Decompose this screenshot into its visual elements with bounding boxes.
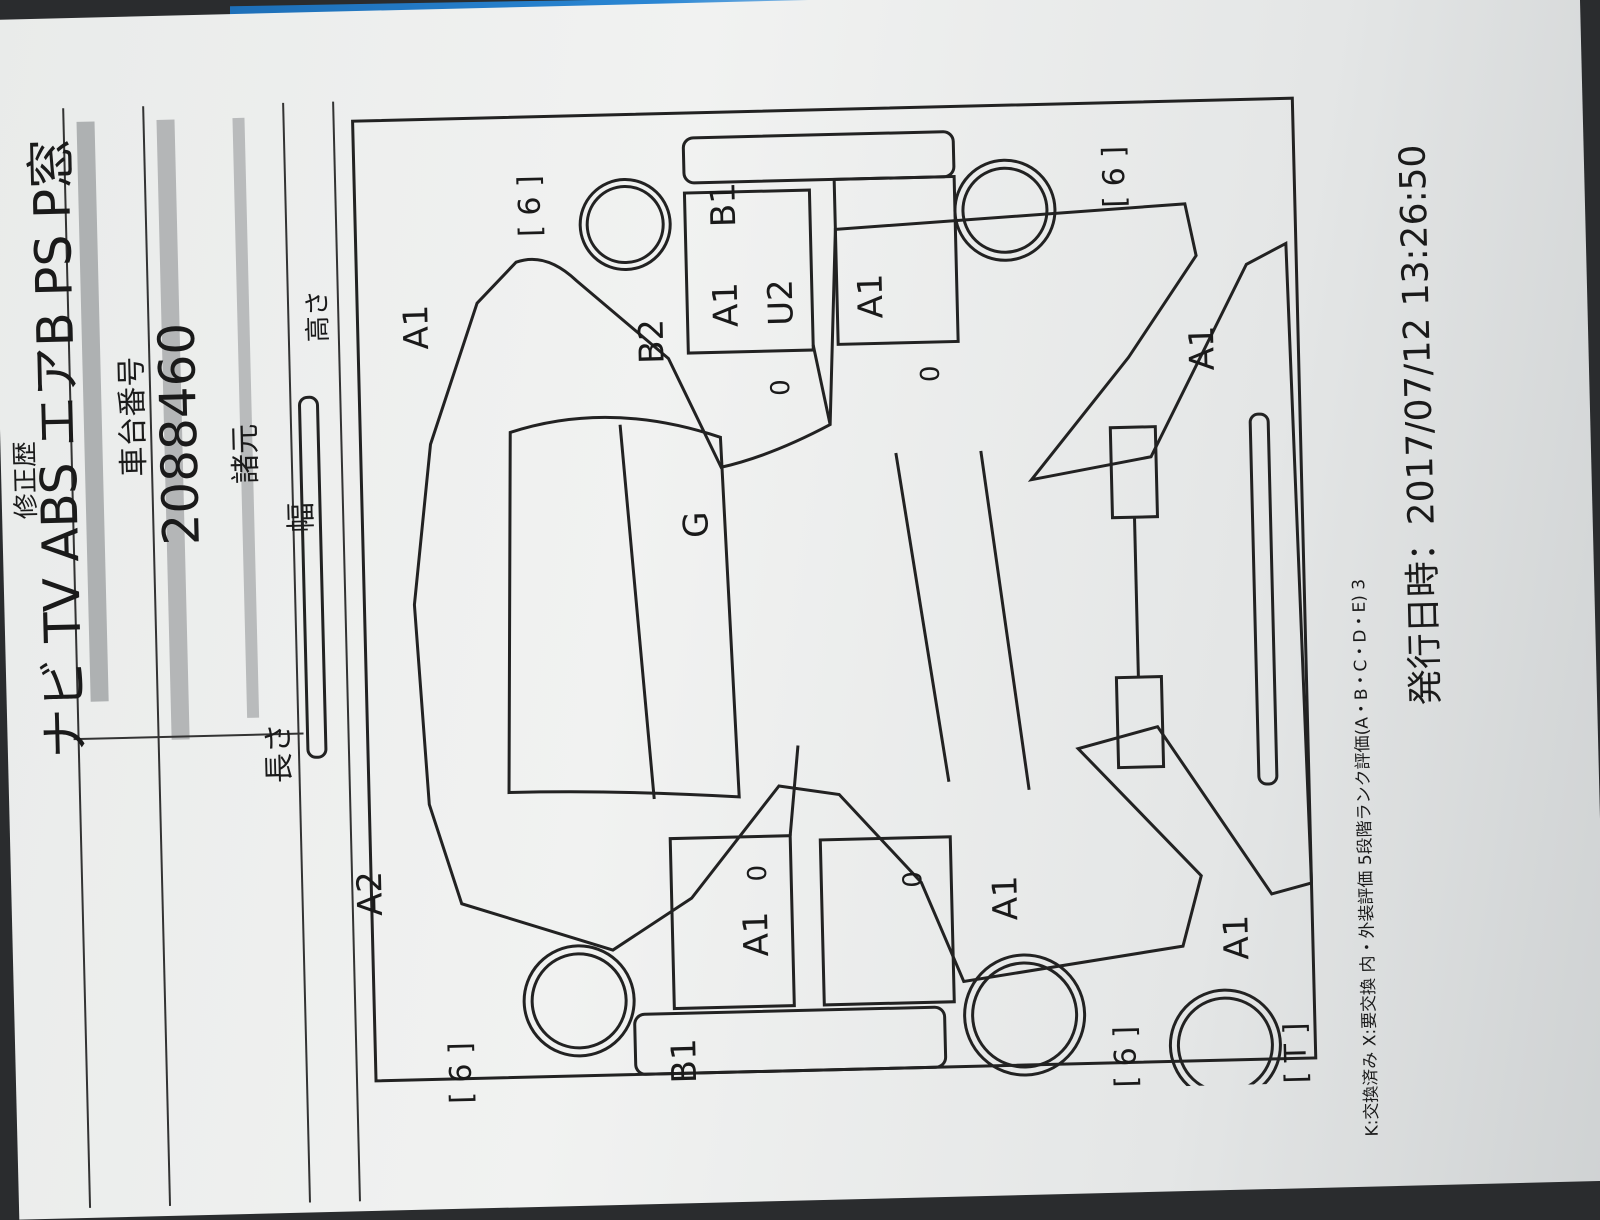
legend-line: K:交換済み X:要交換 内・外装評価 5段階ランク評価(A・B・C・D・E) … <box>1349 578 1383 1137</box>
code-dent-left: U2 <box>761 279 802 326</box>
wheels <box>522 158 1282 1102</box>
tire-code-front-right: [ 6 ] <box>443 1042 479 1104</box>
issue-datetime: 発行日時：2017/07/12 13:26:50 <box>1383 144 1449 706</box>
issued-label: 発行日時： <box>1401 524 1448 706</box>
code-front-right-door: A1 <box>985 875 1026 921</box>
code-zero-4: 0 <box>898 871 928 888</box>
code-pillar: B2 <box>632 318 673 364</box>
code-zero-1: 0 <box>766 379 796 396</box>
chassis-number-value: 2088460 <box>147 322 211 547</box>
equipment-list: ナビ TV ABS エアB PS P窓 <box>21 137 96 760</box>
code-front-door-left: A1 <box>850 273 891 319</box>
code-roof: G <box>676 511 717 538</box>
code-quarter-right: B1 <box>664 1038 705 1084</box>
tire-code-rear-right: [ 6 ] <box>1108 1026 1144 1088</box>
damage-codes: A1 A2 B1 B1 B2 A1 U2 A1 G A1 A1 A1 A1 0 … <box>350 146 1314 1105</box>
tire-code-rear-left: [ 6 ] <box>1096 146 1132 208</box>
code-zero-2: 0 <box>916 365 946 382</box>
car-damage-diagram: A1 A2 B1 B1 B2 A1 U2 A1 G A1 A1 A1 A1 0 … <box>298 96 1318 1105</box>
spare-tire-code: [ T ] <box>1278 1022 1314 1084</box>
chassis-number-label: 車台番号 <box>114 356 153 478</box>
car-outline <box>298 130 1314 1076</box>
code-front-right-fender: A2 <box>350 871 391 917</box>
code-rear-bumper-top: A1 <box>1182 325 1223 371</box>
issued-value: 2017/07/12 13:26:50 <box>1392 144 1443 526</box>
tire-code-front-left: [ 6 ] <box>512 175 548 237</box>
code-rear-door-left: A1 <box>706 282 747 328</box>
code-rear-bumper-bottom: A1 <box>1216 914 1257 960</box>
code-zero-3: 0 <box>743 865 773 882</box>
code-quarter-left: B1 <box>703 182 744 228</box>
code-front-left-fender: A1 <box>396 304 437 350</box>
code-rear-right-door: A1 <box>736 911 777 957</box>
